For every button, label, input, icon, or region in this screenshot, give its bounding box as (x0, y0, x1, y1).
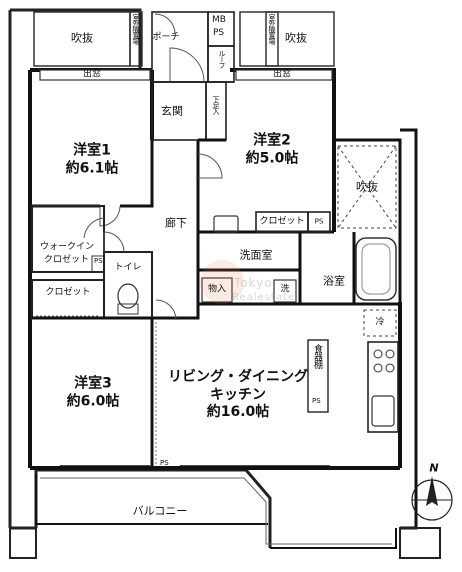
bedroom1-name: 洋室1 (73, 142, 111, 159)
bedroom2-name: 洋室2 (253, 132, 291, 149)
void-right (239, 11, 335, 67)
ldk-size: 約16.0帖 (206, 403, 270, 420)
mb-label: MB (212, 15, 226, 25)
walkin-label-1: ウォークイン (40, 242, 95, 252)
bedroom1-label: 洋室1 約6.1帖 (66, 143, 119, 178)
outdoor-storage-right-label: 室外機置場 (268, 14, 276, 44)
storage-label: 物入 (207, 284, 227, 295)
washroom-label: 洗面室 (239, 248, 273, 262)
fridge-label: 冷 (375, 317, 385, 328)
watermark-text-2: Realestate (232, 292, 296, 303)
roof-label: ルーフ (218, 50, 226, 68)
closet-bedroom3-label: クロゼット (45, 287, 91, 298)
ps-label-top: PS (213, 28, 225, 38)
ldk-label: リビング・ダイニング キッチン 約16.0帖 (168, 369, 308, 422)
outdoor-storage-left-label: 室外機置場 (132, 14, 140, 44)
washer-label: 洗 (280, 284, 290, 295)
closet-bedroom2-label: クロゼット (259, 216, 305, 227)
void-left-label: 吹抜 (71, 31, 93, 45)
void-right-label: 吹抜 (285, 31, 307, 45)
corridor-label: 廊下 (165, 216, 187, 230)
balcony-label: バルコニー (132, 504, 188, 518)
watermark-text-1: Tokyo (234, 276, 273, 290)
void-right-lower-label: 吹抜 (356, 180, 378, 194)
north-label: N (429, 461, 439, 475)
bay-window-2-label: 出窓 (272, 69, 292, 80)
toilet-label: トイレ (114, 262, 142, 273)
porch-label: ポーチ (152, 32, 180, 43)
bedroom2-size: 約5.0帖 (245, 150, 299, 166)
bay-window-1-label: 出窓 (82, 69, 102, 80)
ps-label-south: PS (160, 459, 169, 467)
ps-label-walkin: PS (94, 257, 103, 265)
genkan-label: 玄関 (161, 104, 183, 118)
getabako-label: 下足入 (212, 96, 220, 114)
ldk-kitchen: キッチン (210, 386, 266, 403)
bathroom-label: 浴室 (323, 274, 345, 288)
ldk-name: リビング・ダイニング (168, 368, 308, 385)
bedroom2-label: 洋室2 約5.0帖 (246, 133, 299, 168)
bedroom3-name: 洋室3 (74, 375, 112, 392)
north-arrow-icon (411, 476, 453, 521)
bay-window-2 (235, 69, 333, 81)
bedroom3-label: 洋室3 約6.0帖 (67, 376, 120, 411)
ps-label-bedroom2: PS (314, 217, 324, 226)
bay-window-1 (39, 69, 151, 81)
ps-label-kitchen: PS (312, 397, 321, 405)
bedroom1-size: 約6.1帖 (65, 160, 119, 176)
bedroom3-size: 約6.0帖 (66, 393, 120, 409)
walkin-label-2: クロゼット (44, 255, 90, 265)
pantry-label: 食器棚 (312, 344, 322, 368)
